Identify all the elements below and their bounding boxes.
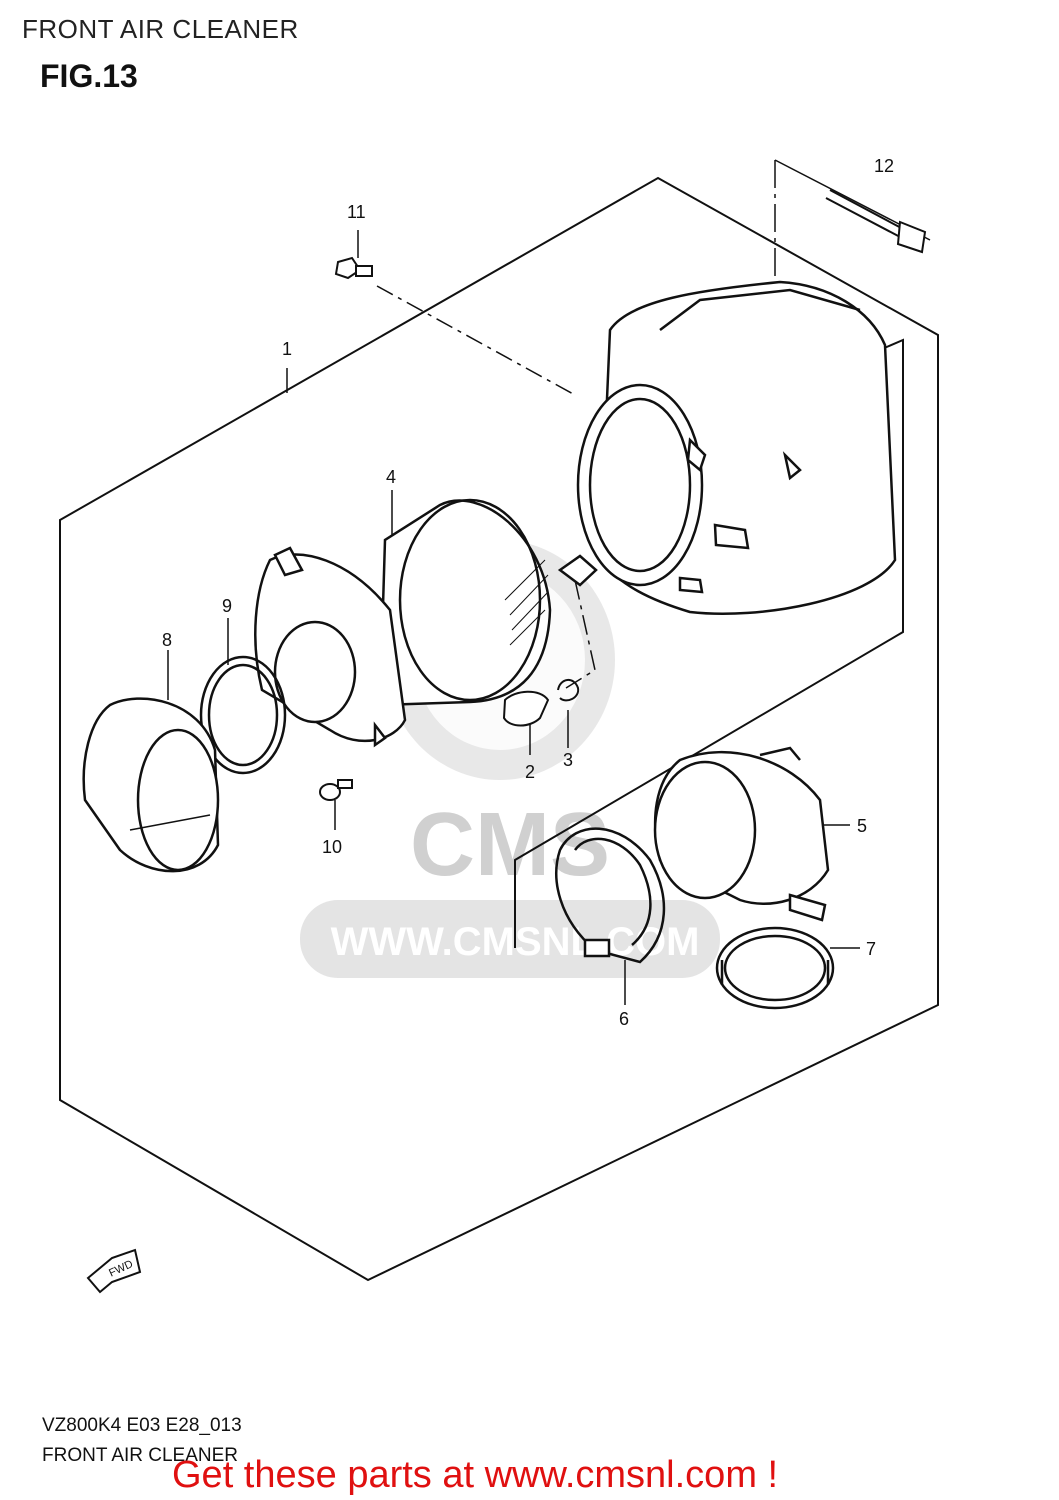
part-7-seal-ring [715, 926, 835, 1010]
callout-11: 11 [347, 202, 366, 222]
part-12-bolt [825, 189, 927, 254]
footer-title: FRONT AIR CLEANER [42, 1445, 239, 1466]
callout-9: 9 [222, 596, 232, 616]
callout-12: 12 [874, 156, 894, 176]
callout-7: 7 [866, 939, 876, 959]
figure-label: FIG.13 [40, 58, 138, 94]
callout-2: 2 [525, 762, 535, 782]
assembly-boundary [59, 176, 939, 1282]
callout-8: 8 [162, 630, 172, 650]
diagram-code: VZ800K4 E03 E28_013 [42, 1415, 242, 1436]
part-5-outlet-tube [653, 746, 830, 922]
parts-store-link[interactable]: Get these parts at www.cmsnl.com ! [172, 1454, 779, 1496]
callout-1: 1 [282, 339, 292, 359]
part-4-filter-element [254, 498, 552, 748]
fwd-arrow-icon: FWD [86, 1248, 142, 1294]
callout-3: 3 [563, 750, 573, 770]
reference-line-right [514, 338, 904, 948]
callout-6: 6 [619, 1009, 629, 1029]
part-6-band-clamp [555, 827, 666, 964]
air-cleaner-case [557, 280, 897, 615]
part-10-screw [319, 779, 353, 801]
callout-5: 5 [857, 816, 867, 836]
part-8-cover [82, 697, 220, 873]
callout-4: 4 [386, 467, 396, 487]
part-9-ring [199, 655, 287, 775]
watermark-logo-text: CMS [410, 795, 610, 895]
part-2-grommet [502, 690, 550, 727]
page-title: FRONT AIR CLEANER [22, 14, 299, 44]
part-11-bolt [334, 256, 373, 280]
callout-10: 10 [322, 837, 342, 857]
part-3-clip [557, 679, 580, 702]
